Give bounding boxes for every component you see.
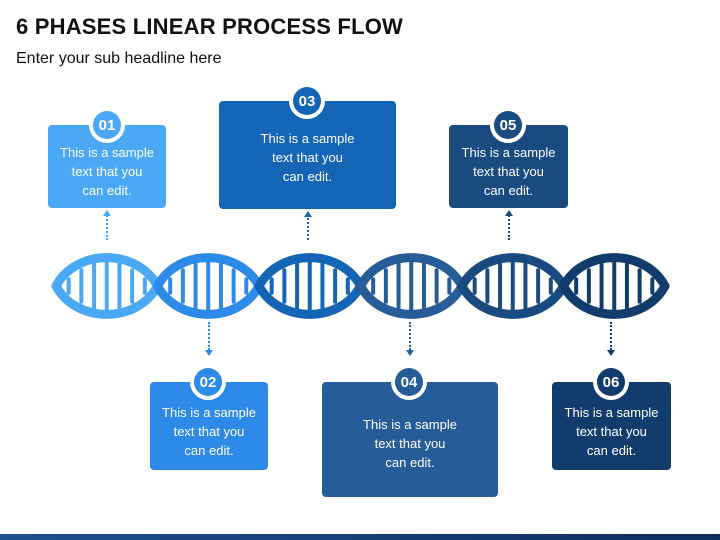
phase-box-02[interactable]: This is a sample text that you can edit. bbox=[150, 382, 268, 470]
arrow-06 bbox=[607, 350, 615, 356]
connector-03 bbox=[307, 214, 309, 240]
connector-04 bbox=[409, 322, 411, 350]
helix-segment-3 bbox=[254, 253, 365, 319]
phase-text-04: This is a sample text that you can edit. bbox=[363, 417, 457, 470]
connector-01 bbox=[106, 212, 108, 240]
phase-text-02: This is a sample text that you can edit. bbox=[162, 404, 256, 458]
phase-number-03: 03 bbox=[293, 87, 321, 115]
helix-strand-upper bbox=[254, 253, 365, 291]
phase-text-01: This is a sample text that you can edit. bbox=[60, 145, 154, 198]
phase-number-01: 01 bbox=[93, 111, 121, 139]
phase-badge-06: 06 bbox=[593, 364, 629, 400]
arrow-04 bbox=[406, 350, 414, 356]
helix-strand-upper bbox=[356, 253, 467, 291]
helix-segment-2 bbox=[153, 253, 264, 319]
helix-strand-lower bbox=[559, 281, 670, 319]
helix-strand-upper bbox=[153, 253, 264, 291]
helix-strand-upper bbox=[51, 253, 162, 291]
page-subtitle: Enter your sub headline here bbox=[16, 50, 222, 67]
helix-strand-upper bbox=[457, 253, 568, 291]
phase-number-06: 06 bbox=[597, 368, 625, 396]
connector-05 bbox=[508, 212, 510, 240]
arrow-02 bbox=[205, 350, 213, 356]
phase-badge-03: 03 bbox=[289, 83, 325, 119]
phase-text-06: This is a sample text that you can edit. bbox=[564, 404, 659, 458]
connector-02 bbox=[208, 322, 210, 350]
helix-segment-5 bbox=[457, 253, 568, 319]
arrow-05 bbox=[505, 210, 513, 216]
helix-strand-upper bbox=[559, 253, 670, 291]
arrow-01 bbox=[103, 210, 111, 216]
phase-box-05[interactable]: This is a sample text that you can edit. bbox=[449, 125, 568, 208]
phase-badge-02: 02 bbox=[190, 364, 226, 400]
helix-segment-4 bbox=[356, 253, 467, 319]
phase-number-05: 05 bbox=[494, 111, 522, 139]
helix-strand-lower bbox=[51, 281, 162, 319]
phase-text-05: This is a sample text that you can edit. bbox=[461, 145, 556, 198]
phase-number-02: 02 bbox=[194, 368, 222, 396]
phase-badge-04: 04 bbox=[391, 364, 427, 400]
phase-box-04[interactable]: This is a sample text that you can edit. bbox=[322, 382, 498, 497]
helix-strand-lower bbox=[153, 281, 264, 319]
bottom-accent-bar bbox=[0, 534, 720, 540]
helix-strand-lower bbox=[457, 281, 568, 319]
phase-box-03[interactable]: This is a sample text that you can edit. bbox=[219, 101, 396, 209]
phase-box-01[interactable]: This is a sample text that you can edit. bbox=[48, 125, 166, 208]
phase-text-03: This is a sample text that you can edit. bbox=[260, 130, 355, 184]
phase-number-04: 04 bbox=[395, 368, 423, 396]
helix-strand-lower bbox=[356, 281, 467, 319]
dna-helix bbox=[51, 253, 670, 319]
helix-segment-1 bbox=[51, 253, 162, 319]
helix-strand-lower bbox=[254, 281, 365, 319]
page-title: 6 PHASES LINEAR PROCESS FLOW bbox=[16, 14, 403, 39]
phase-badge-05: 05 bbox=[490, 107, 526, 143]
phase-badge-01: 01 bbox=[89, 107, 125, 143]
helix-segment-6 bbox=[559, 253, 670, 319]
connector-06 bbox=[610, 322, 612, 350]
arrow-03 bbox=[304, 211, 312, 217]
